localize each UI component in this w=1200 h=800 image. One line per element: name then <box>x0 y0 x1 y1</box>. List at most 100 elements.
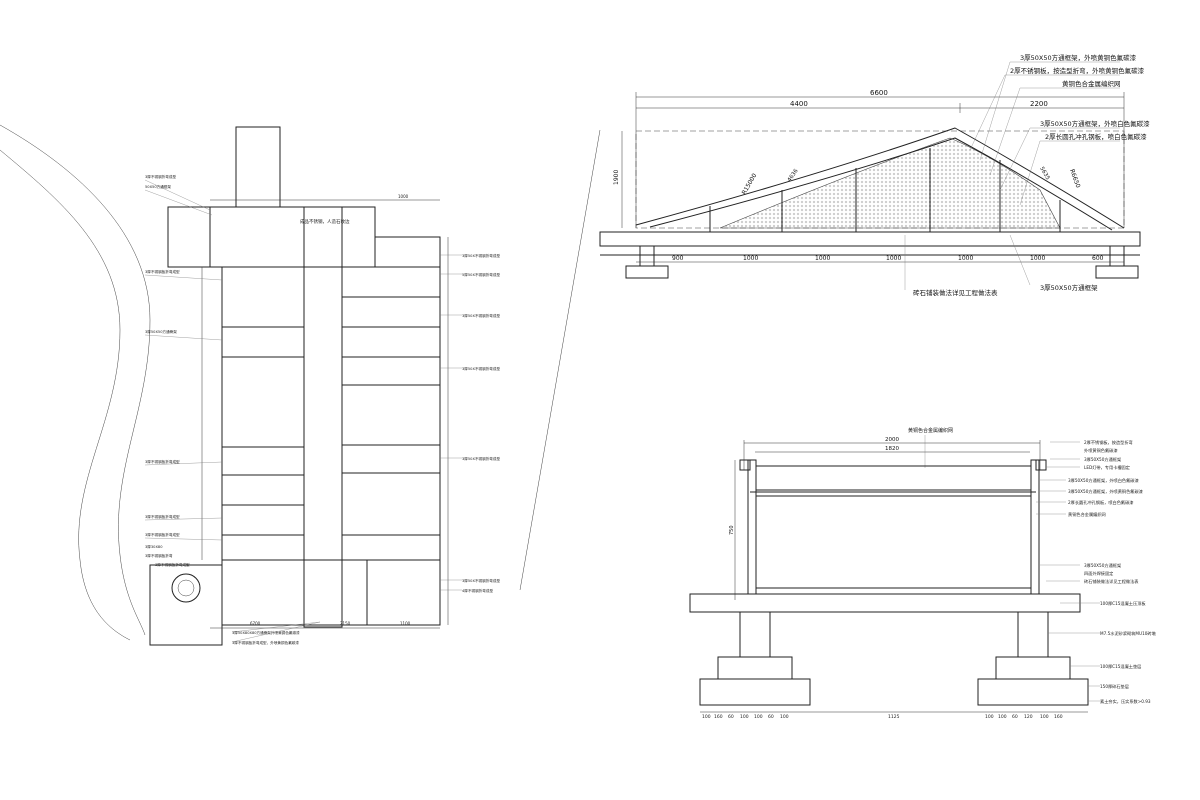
elev-dim-b4: 1000 <box>958 255 973 262</box>
plan-band-plank-r1 <box>341 266 441 298</box>
sect-dim-height: 750 <box>729 525 735 535</box>
sect-cap-left <box>739 459 751 471</box>
plan-right-label-0: 3厚50X不锈钢折弯成型 <box>462 253 500 258</box>
plan-left-label-1: 50X50方通框架 <box>145 184 171 189</box>
elev-dim-b5: 1000 <box>1030 255 1045 262</box>
elev-note-1: 2厚不锈钢板，按造型折弯，外喷黄铜色氟碳漆 <box>1010 66 1145 75</box>
sect-note-15: 素土夯实，压实系数>0.93 <box>1100 698 1151 705</box>
elev-note-0: 3厚50X50方通框架，外喷黄铜色氟碳漆 <box>1020 53 1137 62</box>
elev-dim-b6: 600 <box>1092 255 1104 262</box>
plan-cobble-right <box>374 236 441 268</box>
sect-note-1: 外喷黄铜色氟碳漆 <box>1084 447 1118 454</box>
plan-cobble-bottom-mid <box>341 534 441 561</box>
sect-main-mesh <box>755 495 1032 589</box>
sect-note-14: 150厚碎石垫层 <box>1100 683 1129 690</box>
plan-band-dots-r3 <box>341 444 441 474</box>
sect-dim-b13: 160 <box>1054 714 1063 720</box>
plan-right-label-2: 3厚50X不锈钢折弯成型 <box>462 313 500 318</box>
sect-dim-b3: 100 <box>740 714 749 720</box>
sect-dim-b10: 60 <box>1012 714 1018 720</box>
sect-gravel-left <box>699 678 811 706</box>
plan-tile-field <box>209 206 376 268</box>
sect-note-11: 100厚C15混凝土压顶板 <box>1100 600 1146 607</box>
sect-cap-right <box>1035 459 1047 471</box>
sect-dim-b1: 160 <box>714 714 723 720</box>
sect-post-left <box>747 459 757 595</box>
elev-foundation-right <box>1095 265 1139 279</box>
elev-radius-5635: 5635 <box>1038 166 1050 182</box>
plan-band-plank-2 <box>221 356 305 448</box>
elevation-view: 6600 4400 2200 1900 900 10 <box>599 53 1150 297</box>
sect-dim-b4: 100 <box>754 714 763 720</box>
sect-note-12: M7.5水泥砂浆砌筑MU10砖墩 <box>1100 630 1157 637</box>
plan-bottom-label-1: 3厚不锈钢板折弯成型，外喷黄铜色氟碳漆 <box>232 640 299 645</box>
sect-dim-total: 2000 <box>885 437 899 443</box>
plan-left-leaders: 3厚不锈钢折弯成型 50X50方通框架 3厚不锈钢板折弯成型 3厚50X50方通… <box>144 174 223 567</box>
plan-top-dim: 1000 <box>398 194 409 199</box>
elev-radius-4636: 4636 <box>787 168 800 183</box>
sect-dim-inner: 1820 <box>885 446 899 452</box>
plan-right-label-3: 3厚50X不锈钢折弯成型 <box>462 366 500 371</box>
plan-bottom-label-0: 3厚50X80X80方通骨架外喷黄铜色氟碳漆 <box>232 630 300 635</box>
plan-right-label-6: 4厚不锈钢折弯成型 <box>462 588 493 593</box>
elev-bottom-note-0: 砖石铺装做法详见工程做法表 <box>913 288 998 297</box>
sect-pier-right <box>1017 611 1049 658</box>
plan-band-plank-3 <box>221 474 305 506</box>
plan-bottom-dim-1: 6700 <box>250 621 261 626</box>
sect-dim-b7: 1125 <box>888 714 900 720</box>
plan-left-label-8: 3厚不锈钢板折弯 <box>145 553 173 558</box>
sect-note-2: 3厚50X50方通框架 <box>1084 456 1121 463</box>
boundary-curve-outer <box>0 149 131 641</box>
plan-cobble-topleft <box>167 206 211 268</box>
plan-right-label-1: 5厚50X不锈钢折弯成型 <box>462 272 500 277</box>
plan-bottom-dim-3: 1100 <box>400 621 411 626</box>
elev-dim-total: 6600 <box>870 89 888 97</box>
plan-corner-pavilion <box>149 564 223 646</box>
sect-note-4: 3厚50X50方通框架，外喷白色氟碳漆 <box>1068 477 1139 484</box>
plan-band-dots-2 <box>221 446 305 476</box>
plan-left-label-0: 3厚不锈钢折弯成型 <box>145 174 176 179</box>
sect-top-mesh <box>755 465 1032 491</box>
sect-right-notes: 2厚不锈钢板，按造型折弯 外喷黄铜色氟碳漆 3厚50X50方通框架 LED灯带，… <box>1036 439 1157 705</box>
plan-top-column <box>235 126 281 208</box>
elev-bottom-note-1: 3厚50X50方通框架 <box>1040 283 1098 292</box>
sect-note-3: LED灯带，专用卡槽固定 <box>1084 464 1130 471</box>
elev-radius-r6650: R6650 <box>1068 168 1081 189</box>
sect-note-8: 3厚50X50方通框架 <box>1084 562 1121 569</box>
sect-dim-b9: 100 <box>998 714 1007 720</box>
plan-cobble-bottom-right <box>366 559 441 626</box>
sect-bottom-dims: 100 160 60 100 100 60 100 1125 100 100 6… <box>702 714 1063 720</box>
plan-left-label-9: 3厚不锈钢板折弯成型 <box>155 562 190 567</box>
plan-band-dots-3 <box>221 504 305 536</box>
plan-band-plank-r4 <box>341 472 441 536</box>
plan-band-dots-r2 <box>341 356 441 386</box>
plan-band-plank-1 <box>221 266 305 328</box>
sect-note-13: 100厚C15混凝土垫层 <box>1100 663 1141 670</box>
elev-dim-left: 4400 <box>790 100 808 108</box>
plan-cobble-bottom-left <box>221 534 305 561</box>
elev-posts <box>709 148 1061 232</box>
sect-dim-b12: 100 <box>1040 714 1049 720</box>
elev-dim-b2: 1000 <box>815 255 830 262</box>
sect-top-label: 黄铜色合金属编织网 <box>908 427 953 434</box>
plan-view: 成品不锈钢，人造石收边 1000 6700 2150 1100 3厚不锈钢折弯成… <box>0 124 500 646</box>
sect-dim-b2: 60 <box>728 714 734 720</box>
section-view: 2000 1820 黄铜色合金属编织网 750 2厚不锈钢板，按造型折弯 外喷黄… <box>689 427 1157 720</box>
sect-note-10: 砖石铺装做法详见工程做法表 <box>1084 578 1139 585</box>
sect-note-7: 黄铜色合金属编织网 <box>1068 511 1106 518</box>
sect-dim-b0: 100 <box>702 714 711 720</box>
sect-dim-b6: 100 <box>780 714 789 720</box>
sect-base-right <box>995 656 1071 680</box>
elev-foundation-left <box>625 265 669 279</box>
plan-band-plank-r2 <box>341 326 441 358</box>
plan-left-label-7: 3厚30X80 <box>145 544 163 549</box>
elev-dim-b0: 900 <box>672 255 684 262</box>
elev-note-4: 2厚长圆孔冲孔钢板，喷白色氟碳漆 <box>1045 132 1147 141</box>
elev-footing-right <box>1109 245 1125 267</box>
elev-annotations: 3厚50X50方通框架，外喷黄铜色氟碳漆 2厚不锈钢板，按造型折弯，外喷黄铜色氟… <box>969 53 1150 206</box>
elev-dim-height: 1900 <box>613 170 620 185</box>
plan-right-label-4: 3厚50X不锈钢折弯成型 <box>462 456 500 461</box>
plan-left-label-6: 3厚不锈钢板折弯成型 <box>145 532 180 537</box>
plan-bottom-tile <box>221 559 368 626</box>
